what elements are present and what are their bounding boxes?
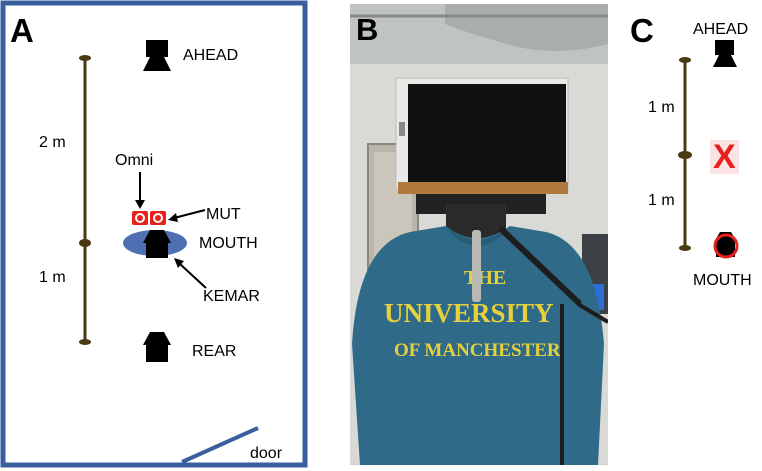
ahead-label: AHEAD	[183, 47, 239, 64]
ahead-speaker-icon	[143, 40, 171, 71]
room-outline	[0, 0, 308, 468]
rod-marker-middle	[79, 239, 91, 247]
rod-end-top	[79, 55, 91, 61]
shirt-text-of-manchester: OF MANCHESTER	[394, 340, 561, 361]
c-rod-end-bottom	[679, 245, 691, 251]
c-x-mark: X	[710, 140, 739, 174]
c-distance-label-1m-top: 1 m	[648, 99, 675, 116]
distance-label-2m: 2 m	[39, 134, 66, 151]
omni-mic-icon	[132, 211, 148, 225]
c-mouth-ring	[713, 233, 739, 259]
c-rod-marker-middle	[678, 151, 692, 159]
c-ahead-speaker-icon	[713, 40, 737, 67]
panel-b-letter: B	[356, 12, 379, 47]
c-ahead-label: AHEAD	[693, 21, 749, 38]
c-rod-end-top	[679, 57, 691, 63]
mut-mic-icon	[150, 211, 166, 225]
mic-stand-arm	[576, 302, 608, 324]
door-label: door	[250, 445, 283, 462]
kemar-arrowhead	[174, 258, 184, 268]
rear-label: REAR	[192, 343, 237, 360]
shirt-text-university: UNIVERSITY	[384, 298, 554, 328]
rear-speaker-icon	[143, 332, 171, 362]
rod-end-bottom	[79, 339, 91, 345]
lab-photo-illustration: THE UNIVERSITY OF MANCHESTER	[350, 4, 608, 465]
panel-a-letter: A	[10, 12, 34, 49]
kemar-label: KEMAR	[203, 288, 260, 305]
wooden-mount	[398, 182, 568, 194]
panel-b-photo: THE UNIVERSITY OF MANCHESTER	[350, 4, 608, 465]
mut-arrowhead	[168, 213, 178, 222]
c-distance-label-1m-bottom: 1 m	[648, 192, 675, 209]
omni-arrowhead	[135, 200, 145, 209]
speaker-buttons	[399, 122, 405, 136]
kemar-shirt	[352, 226, 604, 465]
panel-a-diagram	[0, 0, 308, 468]
kemar-arrow	[179, 263, 207, 289]
speaker-screen	[408, 84, 566, 182]
panel-c-diagram	[678, 40, 739, 259]
door-line	[181, 426, 259, 464]
panel-c-letter: C	[630, 12, 654, 49]
c-mouth-label: MOUTH	[693, 272, 752, 289]
shirt-text-the: THE	[464, 267, 506, 289]
shirt-collar	[446, 226, 510, 246]
mouth-label: MOUTH	[199, 235, 258, 252]
c-mouth-speaker-icon	[713, 232, 739, 259]
distance-label-1m: 1 m	[39, 269, 66, 286]
mut-arrow	[173, 209, 206, 219]
mut-microphone-boom	[497, 225, 583, 307]
omni-label: Omni	[115, 152, 154, 169]
mut-label: MUT	[206, 206, 241, 223]
omni-microphone	[472, 230, 481, 302]
kemar-mouth-speaker-icon	[143, 230, 171, 258]
